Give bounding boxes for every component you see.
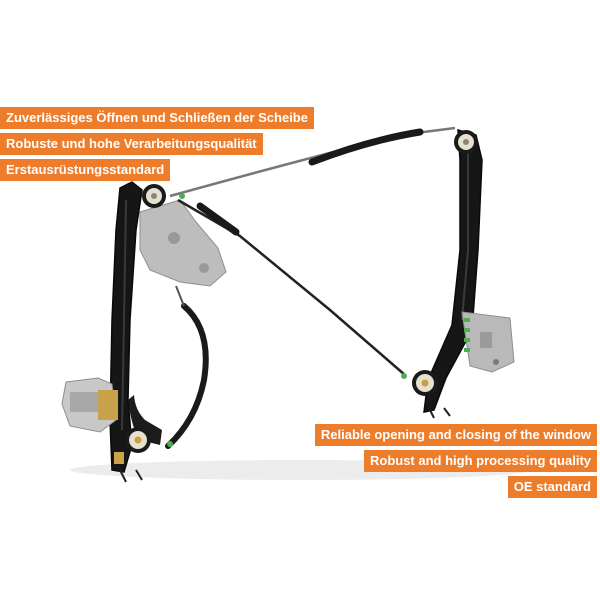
pulley-bottom-right xyxy=(412,370,438,396)
cable-loop-upper xyxy=(175,285,185,307)
right-rail xyxy=(423,128,483,413)
feature-label-de-reliable: Zuverlässiges Öffnen und Schließen der S… xyxy=(0,107,314,129)
pulley-top-right xyxy=(454,130,478,154)
feature-label-de-oe: Erstausrüstungsstandard xyxy=(0,159,171,181)
cable-loop-left xyxy=(165,303,209,449)
green-clip xyxy=(464,318,470,322)
motor-housing xyxy=(70,392,100,412)
green-clip xyxy=(401,373,407,379)
green-clip xyxy=(464,328,470,332)
feature-label-en-oe: OE standard xyxy=(507,476,597,498)
right-bracket-slot xyxy=(480,332,492,348)
green-clip xyxy=(179,193,185,199)
left-rail-inner xyxy=(121,199,127,431)
green-clip xyxy=(167,441,173,447)
feature-label-en-robust: Robust and high processing quality xyxy=(363,450,597,472)
cable-diagonal xyxy=(177,198,406,376)
right-rail-inner xyxy=(461,150,469,321)
mount-foot xyxy=(429,407,451,419)
mount-foot xyxy=(119,469,143,483)
green-clip xyxy=(464,348,470,352)
pulley-top-left xyxy=(142,184,166,208)
bracket-hole xyxy=(199,263,209,273)
green-clip xyxy=(464,338,470,342)
bracket-hole xyxy=(168,232,180,244)
pulley-bottom-left xyxy=(125,427,151,453)
cable-diagonal-sheath xyxy=(196,202,240,236)
cable-top-sheath xyxy=(308,128,424,166)
connector xyxy=(114,452,124,464)
motor-gear xyxy=(98,390,118,420)
feature-label-en-reliable: Reliable opening and closing of the wind… xyxy=(314,424,597,446)
right-bracket-hole xyxy=(493,359,499,365)
feature-label-de-robust: Robuste und hohe Verarbeitungsqualität xyxy=(0,133,263,155)
